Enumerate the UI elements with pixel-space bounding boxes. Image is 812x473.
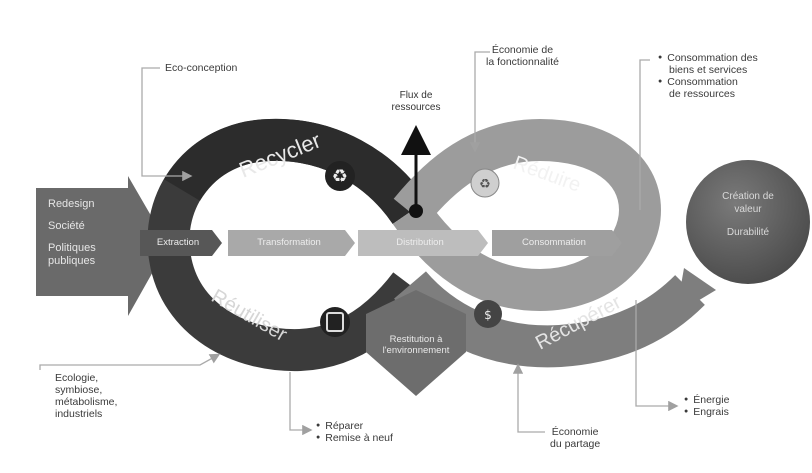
value-circle-labels: Création de valeur Durabilité xyxy=(700,190,796,239)
reparer-item: Réparer xyxy=(316,420,393,432)
input-arrow-labels: Redesign Société Politiques publiques xyxy=(48,198,96,277)
svg-text:♻: ♻ xyxy=(479,177,491,192)
input-item-redesign: Redesign xyxy=(48,198,95,210)
value-line1: Création de xyxy=(722,191,774,202)
value-circle xyxy=(686,160,810,284)
conso-item-2b: de ressources xyxy=(669,88,735,100)
flux-label: Flux de ressources xyxy=(380,90,452,114)
flow-band xyxy=(140,230,622,256)
svg-text:$: $ xyxy=(484,308,492,322)
recycle-icon: ♻ xyxy=(325,161,355,191)
reduce-icon: ♻ xyxy=(470,168,500,198)
value-line3: Durabilité xyxy=(726,227,770,238)
input-item-publiques: publiques xyxy=(48,255,96,267)
ecologie-line3: métabolisme, xyxy=(55,396,118,408)
annotation-economie-fonctionnalite: Économie de la fonctionnalité xyxy=(486,44,559,68)
annotation-economie-partage: Économie du partage xyxy=(550,426,600,450)
partage-line2: du partage xyxy=(550,438,601,450)
restitution-label: Restitution à l'environnement xyxy=(370,334,462,356)
conso-item-1b: biens et services xyxy=(669,64,748,76)
ecologie-line4: industriels xyxy=(55,408,103,420)
annotation-ecologie: Ecologie, symbiose, métabolisme, industr… xyxy=(55,372,117,420)
ecologie-line2: symbiose, xyxy=(55,384,103,396)
annotation-energie: Énergie Engrais xyxy=(684,394,729,418)
annotation-eco-conception: Eco-conception xyxy=(165,62,238,74)
remise-item: Remise à neuf xyxy=(316,432,393,444)
restitution-diamond xyxy=(366,290,466,396)
input-item-politiques: Politiques xyxy=(48,242,96,254)
partage-line1: Économie xyxy=(551,426,599,438)
engrais-item: Engrais xyxy=(684,406,729,418)
eco-fonct-line2: la fonctionnalité xyxy=(486,56,559,68)
svg-text:♻: ♻ xyxy=(332,166,348,187)
flux-line2: ressources xyxy=(391,102,441,113)
flux-dot xyxy=(409,204,423,218)
annotation-consommation: Consommation des biens et services Conso… xyxy=(658,52,758,100)
ecologie-line1: Ecologie, xyxy=(55,372,99,384)
flux-line1: Flux de xyxy=(399,90,433,101)
flow-box-transformation: Transformation xyxy=(257,237,321,248)
eco-fonct-line1: Économie de xyxy=(491,44,554,56)
annotation-reparer: Réparer Remise à neuf xyxy=(316,420,393,444)
reuse-icon xyxy=(320,307,350,337)
conso-item-2: Consommation xyxy=(658,76,758,88)
restitution-line2: l'environnement xyxy=(382,345,450,356)
recover-icon: $ xyxy=(474,300,502,328)
annotation-connectors xyxy=(39,51,679,436)
energie-item: Énergie xyxy=(684,394,729,406)
input-item-societe: Société xyxy=(48,220,85,232)
flow-box-distribution: Distribution xyxy=(396,237,444,248)
flow-box-extraction: Extraction xyxy=(156,237,200,248)
input-arrow xyxy=(36,176,168,316)
value-line2: valeur xyxy=(734,204,762,215)
conso-item-1: Consommation des xyxy=(658,52,757,64)
restitution-line1: Restitution à xyxy=(389,334,443,345)
flow-box-consommation: Consommation xyxy=(522,237,586,248)
